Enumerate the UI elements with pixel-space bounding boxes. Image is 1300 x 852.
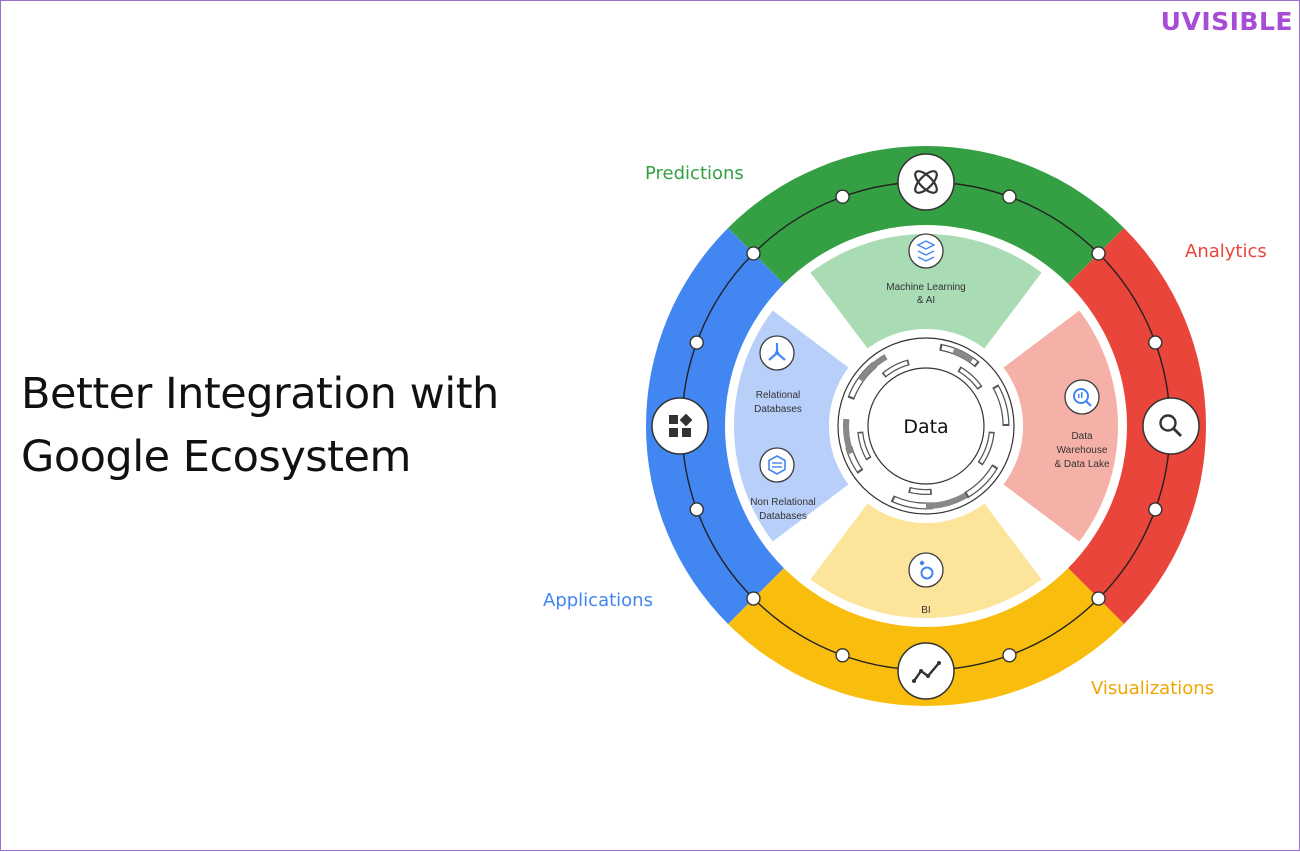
core-track-filled — [952, 348, 974, 363]
databases-segment — [734, 310, 849, 542]
core-track-filled — [925, 492, 968, 509]
analytics-ring-segment — [1067, 228, 1206, 624]
orbit-dot — [1091, 591, 1106, 606]
visualizations-label: Visualizations — [1091, 678, 1215, 699]
title-line-1: Better Integration with — [21, 369, 499, 419]
core-inner-track-gap — [959, 368, 981, 388]
warehouse-label-line1: Data — [1071, 431, 1093, 442]
orbit-dot — [746, 591, 761, 606]
core-track-filled — [858, 354, 888, 382]
line-chart-icon — [897, 642, 955, 700]
analytics-label: Analytics — [1185, 241, 1267, 262]
core-track-inner — [966, 466, 997, 497]
inner-ring — [734, 234, 1118, 618]
orbit-dot — [746, 246, 761, 261]
core-track-filled — [843, 418, 854, 455]
apps-grid-icon — [651, 397, 709, 455]
ml-segment — [810, 234, 1042, 349]
bi-label: BI — [921, 605, 930, 616]
orbit-dot — [1002, 648, 1017, 663]
core-outer-circle — [837, 337, 1015, 515]
looker-icon — [908, 552, 944, 588]
orbit-dot — [689, 502, 704, 517]
orbit-dot — [1002, 189, 1017, 204]
relational-label-line1: Relational — [756, 390, 800, 401]
orbit-dot — [1091, 246, 1106, 261]
core-inner-circle — [867, 367, 985, 485]
core-inner-track-gap — [910, 488, 931, 494]
warehouse-segment — [1003, 310, 1118, 542]
title-line-2: Google Ecosystem — [21, 432, 411, 482]
applications-ring-segment — [645, 228, 785, 624]
core-inner-track-gap — [979, 433, 994, 464]
core-inner-track-gap — [883, 361, 908, 376]
predictions-ring-segment — [728, 145, 1124, 285]
orbit-dot — [1148, 335, 1163, 350]
firestore-icon — [759, 447, 795, 483]
spanner-icon — [759, 335, 795, 371]
page-title: Better Integration with Google Ecosystem — [21, 363, 499, 489]
relational-label-line2: Databases — [754, 404, 802, 415]
core-track-inner — [994, 386, 1009, 425]
logo-letter-u: U — [1160, 7, 1182, 36]
orbit-dot — [689, 335, 704, 350]
search-icon — [1142, 397, 1200, 455]
atom-icon — [897, 153, 955, 211]
ml-label-line2: & AI — [917, 295, 935, 306]
bigquery-icon — [1064, 379, 1100, 415]
orbit-dot — [835, 648, 850, 663]
logo-rest: VISIBLE — [1181, 7, 1293, 36]
data-core — [829, 329, 1023, 523]
predictions-label: Predictions — [645, 163, 744, 184]
nonrelational-label-line1: Non Relational — [750, 497, 816, 508]
center-data-label: Data — [903, 416, 948, 438]
applications-label: Applications — [543, 590, 653, 611]
uvisible-logo: UVISIBLE — [1161, 7, 1293, 36]
visualizations-ring-segment — [728, 567, 1124, 707]
core-inner-track-gap — [858, 433, 870, 459]
nonrelational-label-line2: Databases — [759, 511, 807, 522]
warehouse-label-line3: & Data Lake — [1054, 459, 1109, 470]
warehouse-label-line2: Warehouse — [1057, 445, 1108, 456]
ml-layers-icon — [908, 233, 944, 269]
ml-label-line1: Machine Learning — [886, 282, 966, 293]
orbit-dot — [835, 189, 850, 204]
orbit-dot — [1148, 502, 1163, 517]
